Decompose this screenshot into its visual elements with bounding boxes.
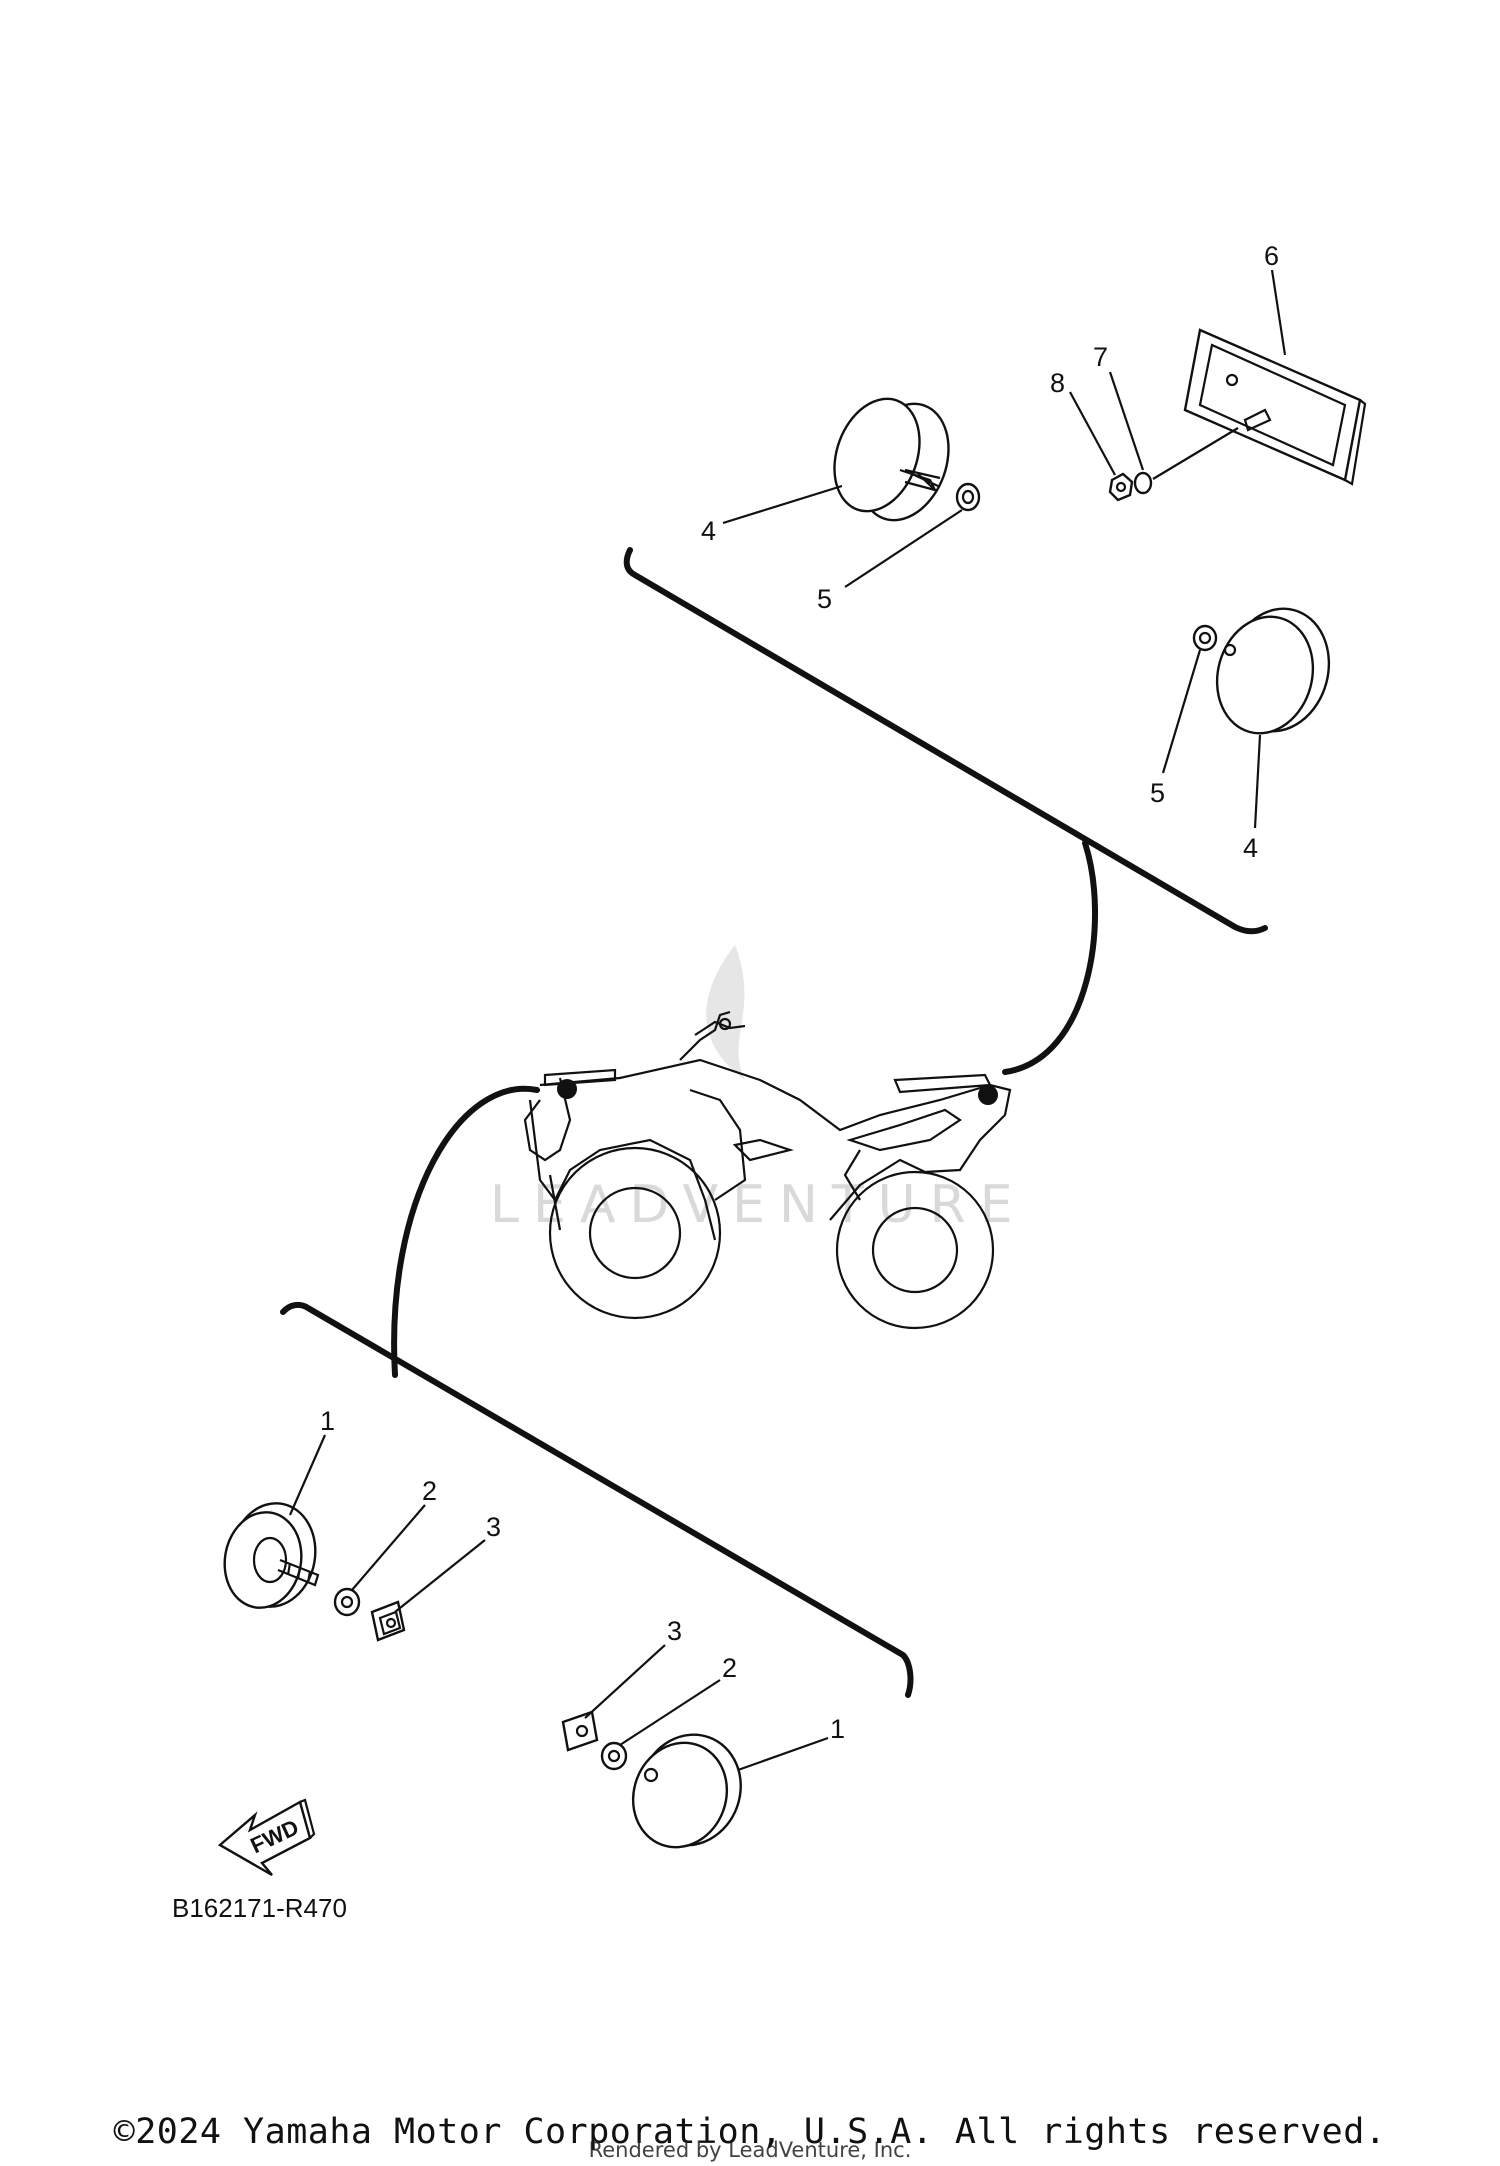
rear-washer-5b <box>1192 624 1218 652</box>
callout-5a: 5 <box>817 584 832 614</box>
rear-reflector-part <box>1183 328 1367 486</box>
front-reflector-1b <box>631 1733 742 1849</box>
fwd-arrow-icon: FWD <box>217 1798 316 1877</box>
front-washer-2a <box>333 1587 361 1617</box>
atv-illustration <box>523 1010 1012 1330</box>
rear-reflector-mount-point <box>978 1085 998 1105</box>
rear-group-leader <box>1002 840 1098 1075</box>
front-group-bracket <box>280 1301 914 1698</box>
copyright-notice: ©2024 Yamaha Motor Corporation, U.S.A. A… <box>113 2112 1387 2152</box>
callout-1a: 1 <box>320 1406 335 1436</box>
callout-3a: 3 <box>486 1512 501 1542</box>
rear-reflector-4b <box>1215 607 1331 735</box>
callout-8: 8 <box>1050 368 1065 398</box>
callout-1b: 1 <box>830 1714 845 1744</box>
rear-nut-8 <box>1108 472 1134 502</box>
drawing-code: B162171-R470 <box>172 1893 347 1923</box>
callout-6: 6 <box>1264 241 1279 271</box>
front-group-leader <box>391 1085 540 1378</box>
callout-7: 7 <box>1093 342 1108 372</box>
callout-2a: 2 <box>422 1476 437 1506</box>
front-reflector-mount-point <box>557 1079 577 1099</box>
rear-washer-5a <box>955 482 981 512</box>
rear-reflector-4a <box>833 397 950 522</box>
front-washer-2b <box>600 1741 628 1771</box>
front-reflector-1a <box>223 1502 320 1609</box>
leadventure-watermark: LEADVENTURE <box>490 945 1027 1235</box>
callout-4b: 4 <box>1243 833 1258 863</box>
rear-washer-7 <box>1133 471 1153 495</box>
rendered-by-notice: Rendered by LeadVenture, Inc. <box>588 2138 912 2162</box>
watermark-text: LEADVENTURE <box>490 1175 1027 1235</box>
callout-2b: 2 <box>722 1653 737 1683</box>
rear-group-bracket <box>623 547 1268 935</box>
callout-3b: 3 <box>667 1616 682 1646</box>
callout-5b: 5 <box>1150 778 1165 808</box>
front-clip-3b <box>561 1710 599 1752</box>
callout-4a: 4 <box>701 516 716 546</box>
